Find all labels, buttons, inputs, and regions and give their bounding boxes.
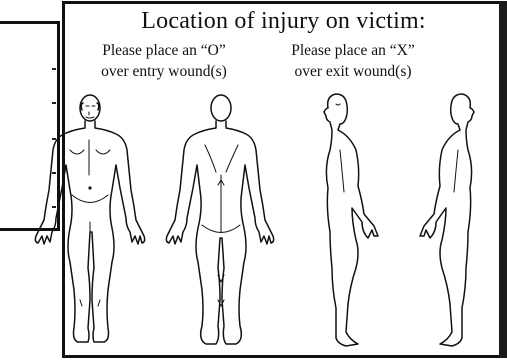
body-figure-front[interactable] xyxy=(35,95,144,342)
body-figure-right-side[interactable] xyxy=(324,94,378,346)
body-figure-back[interactable] xyxy=(166,95,273,344)
body-figure-left-side[interactable] xyxy=(420,94,474,346)
